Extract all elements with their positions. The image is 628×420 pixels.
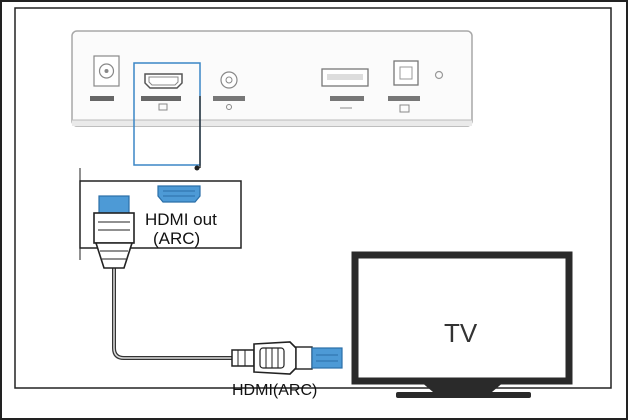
device-back-panel (71, 30, 473, 166)
dc-in-port (90, 55, 120, 101)
callout-dot (194, 165, 200, 171)
usb-port (321, 68, 369, 109)
callout-hdmi-port (157, 185, 201, 203)
optical-port (388, 60, 420, 113)
tv-stand-base (396, 392, 531, 398)
hdmi-arc-port (133, 62, 201, 166)
hdmi-out-label: HDMI out (145, 210, 217, 229)
hdmi-arc-label: HDMI(ARC) (232, 382, 318, 399)
indicator-light (434, 70, 444, 80)
tv-illustration (351, 251, 573, 398)
audio-out-port (213, 71, 245, 110)
tv-screen (351, 251, 573, 385)
tv-neck (420, 381, 505, 392)
hdmi-plug-device-end (93, 195, 135, 269)
hdmi-out-arc-label: (ARC) (153, 229, 201, 248)
hdmi-plug-tv-end (231, 341, 343, 375)
inner-frame (14, 7, 612, 389)
tv-label: TV (444, 318, 478, 348)
